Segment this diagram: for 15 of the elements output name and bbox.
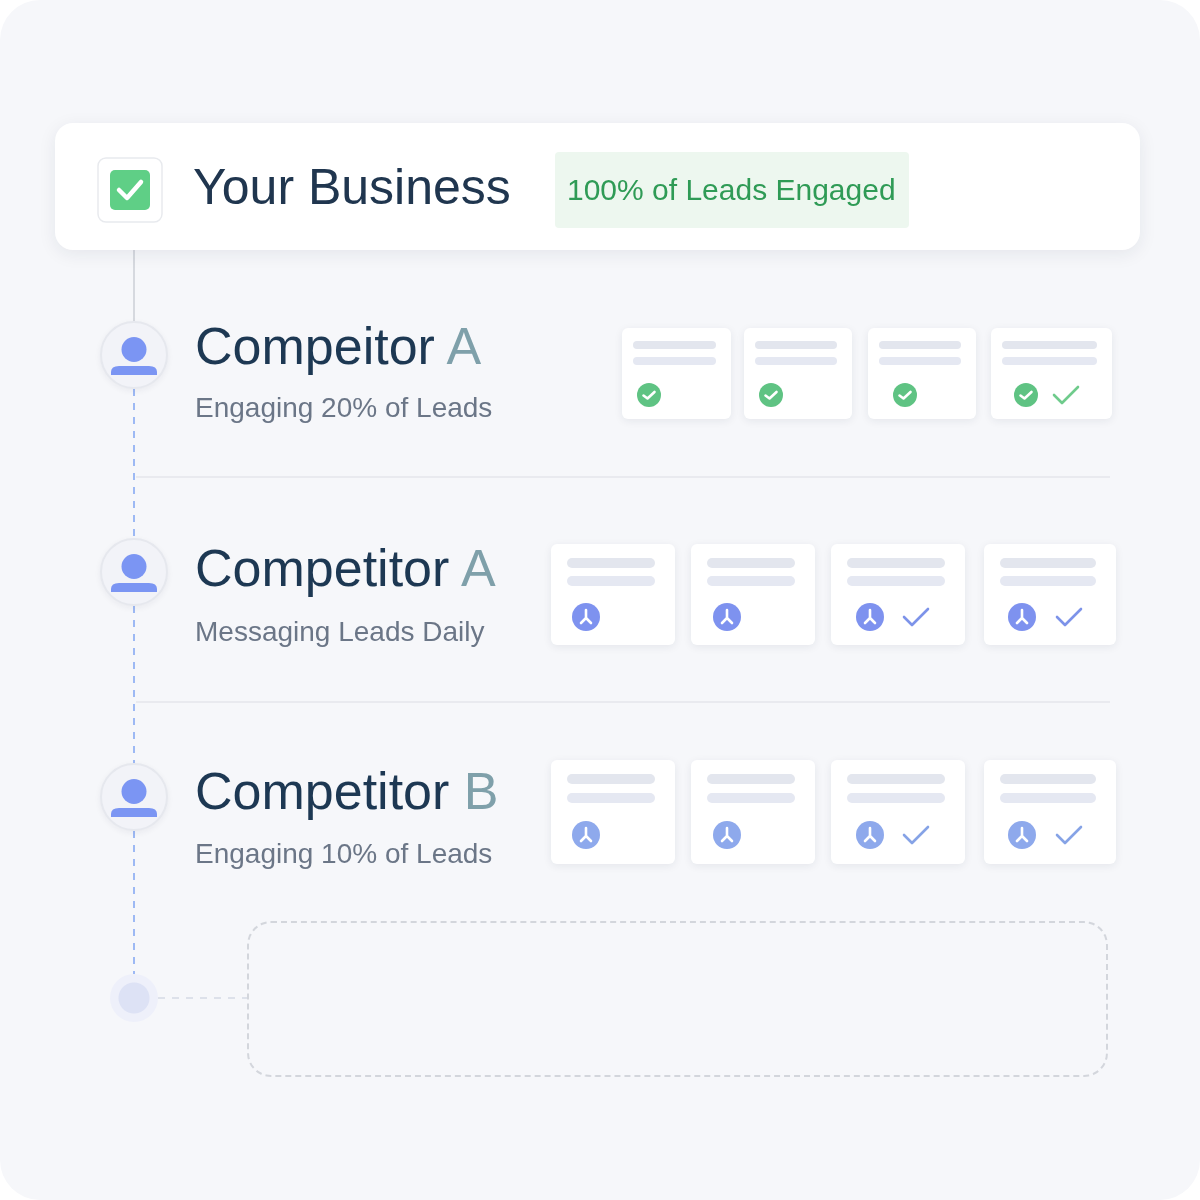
business-card — [55, 123, 1140, 250]
dashed-connector — [133, 830, 135, 975]
status-text: Messaging Leads Daily — [195, 616, 485, 649]
connector-line — [133, 249, 135, 322]
empty-dashed-panel — [247, 921, 1108, 1077]
timeline-dot — [110, 974, 158, 1022]
competitor-name: Competitor A — [195, 539, 496, 599]
business-name: Your Business — [193, 159, 511, 217]
dashed-connector — [133, 605, 135, 764]
status-text: Engaging 10% of Leads — [195, 838, 493, 871]
status-text: Engaging 20% of Leads — [195, 392, 493, 425]
competitor-name: Compeitor A — [195, 317, 482, 377]
competitor-name: Competitor B — [195, 762, 499, 822]
dashed-connector — [133, 388, 135, 539]
engagement-badge: 100% of Leads Engaged — [555, 152, 909, 228]
